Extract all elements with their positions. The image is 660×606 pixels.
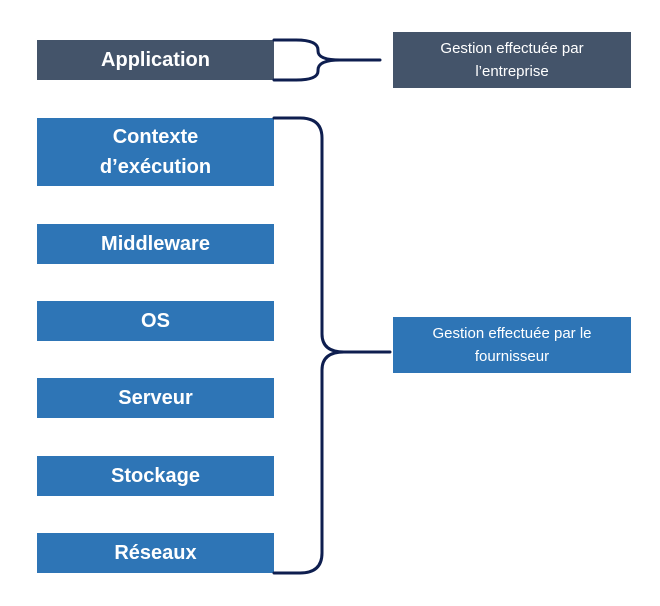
layer-storage: Stockage [37, 456, 274, 496]
layer-middleware: Middleware [37, 224, 274, 264]
layer-server: Serveur [37, 378, 274, 418]
layer-os: OS [37, 301, 274, 341]
provider-brace [272, 116, 392, 575]
layer-network: Réseaux [37, 533, 274, 573]
layer-application: Application [37, 40, 274, 80]
company-brace [272, 38, 382, 82]
layer-runtime: Contexte d’exécution [37, 118, 274, 186]
label-provider-managed: Gestion effectuée par le fournisseur [393, 317, 631, 373]
label-company-managed: Gestion effectuée par l’entreprise [393, 32, 631, 88]
